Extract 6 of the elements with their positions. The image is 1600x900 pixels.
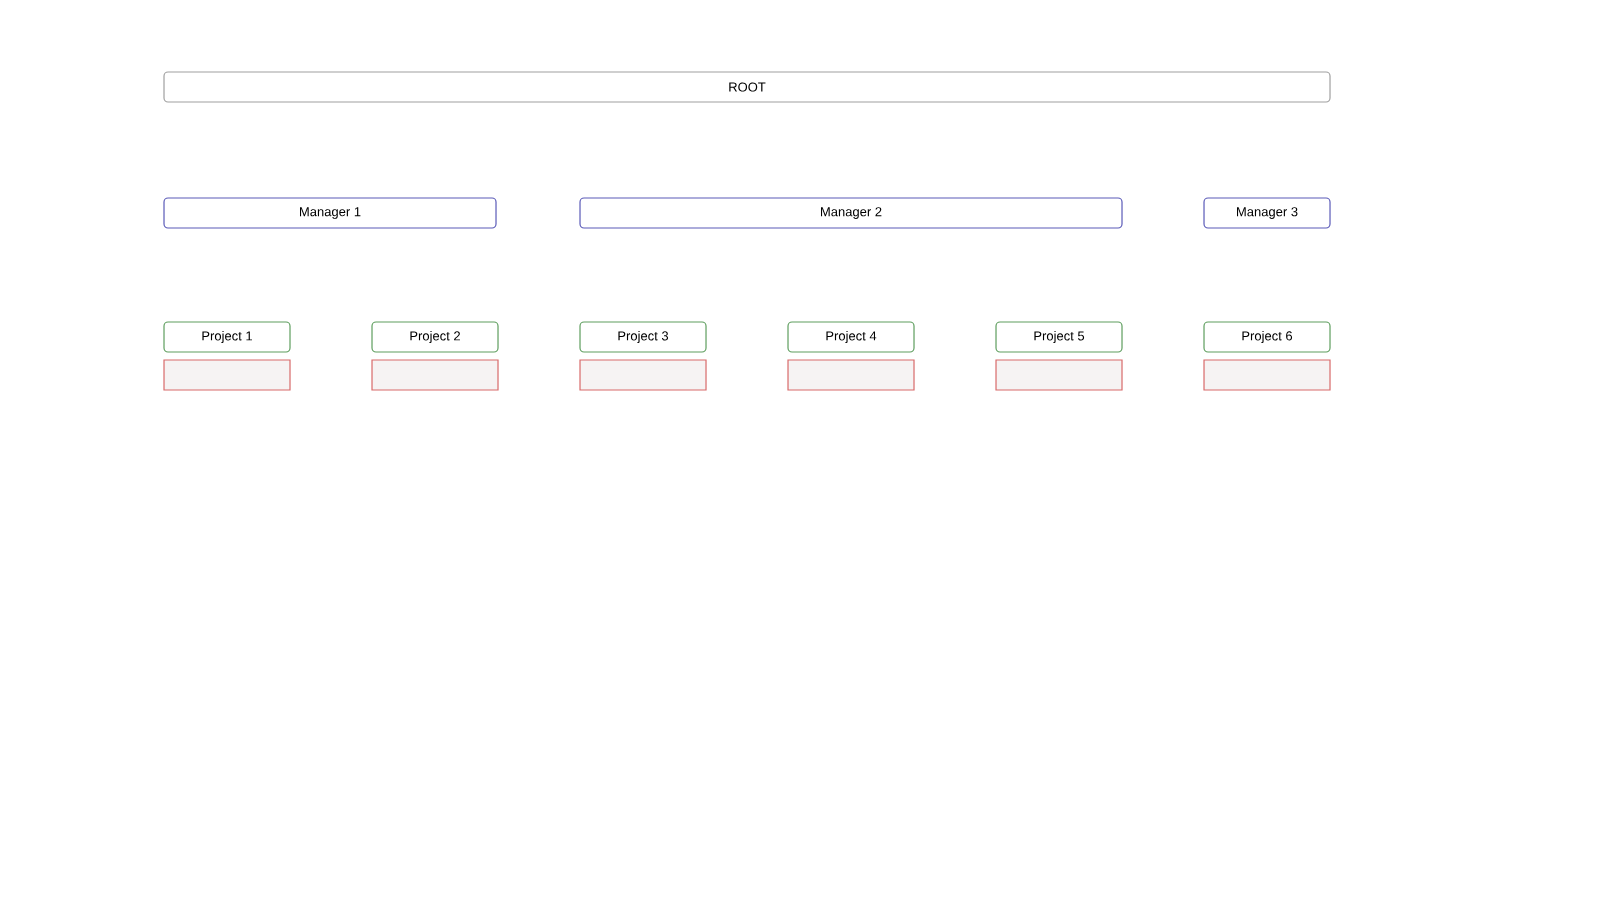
empty-box [995, 359, 1123, 391]
empty-box [579, 359, 707, 391]
empty-box [1203, 359, 1331, 391]
empty-box [371, 359, 499, 391]
empty-box [787, 359, 915, 391]
empty-box [163, 359, 291, 391]
